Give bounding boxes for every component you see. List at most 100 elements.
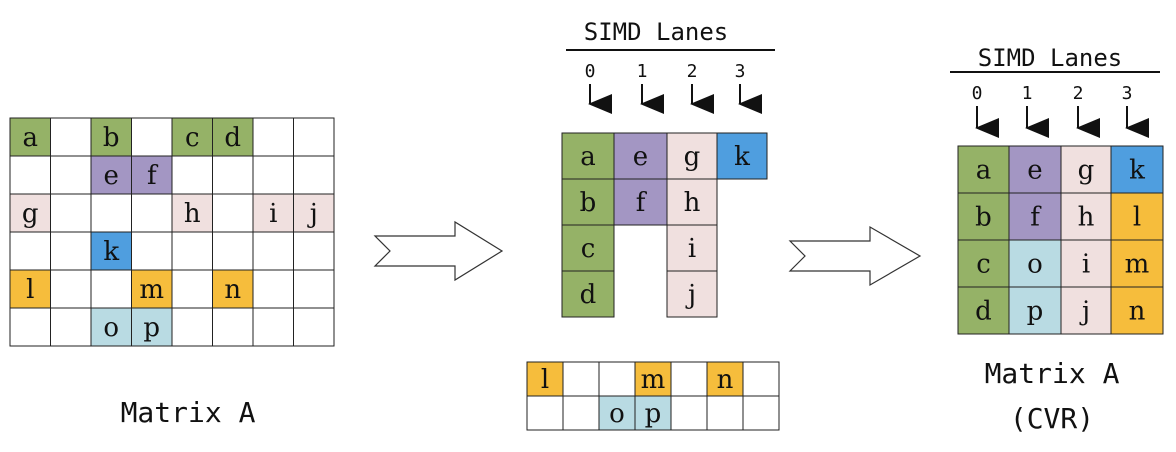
matrix-a-cell-0-5-label: d: [224, 123, 241, 153]
matrix-a-cell-5-4-rect: [171, 307, 213, 347]
matrix-a-cell-3-4-rect: [171, 231, 213, 271]
remainder-cell-0-3-label: m: [641, 365, 666, 395]
transform-arrow-1: [373, 220, 504, 282]
remainder-cell-0-2-rect: [598, 361, 636, 397]
matrix-a-cell-5-1-rect: [50, 307, 92, 347]
matrix-a-cell-1-5-rect: [212, 155, 254, 195]
remainder-cell-0-5-rect: [706, 361, 744, 397]
matrix-a-cell-3-2-label: k: [103, 237, 119, 267]
cvr-cell-1-0-label: b: [975, 202, 992, 232]
right-lane-0-number: 0: [972, 83, 983, 104]
matrix-a-cell-3-0-rect: [9, 231, 51, 271]
matrix-a-cell-0-4-label: c: [185, 123, 200, 153]
middle-lane-2-number: 2: [687, 61, 698, 82]
matrix-a-cell-0-2-rect: [90, 117, 132, 157]
remainder-cell-1-3-label: p: [645, 399, 662, 429]
cvr-cell-3-3-label: n: [1129, 296, 1146, 326]
cvr-cell-0-0-label: a: [976, 155, 992, 185]
cvr-cell-3-2-rect: [1060, 286, 1112, 335]
matrix-a-cell-5-5-rect: [212, 307, 254, 347]
cvr-cell-2-0-label: c: [976, 249, 991, 279]
matrix-a-cell-4-5-rect: [212, 269, 254, 309]
matrix-a-cell-2-0-rect: [9, 193, 51, 233]
matrix-a-cell-0-3-rect: [131, 117, 173, 157]
cvr-cell-1-3-label: l: [1133, 202, 1141, 232]
remainder-cell-1-1-rect: [562, 395, 600, 431]
cvr-cell-2-2-rect: [1060, 239, 1112, 288]
cvr-cell-1-3-rect: [1110, 192, 1164, 241]
cvr-cell-0-0-rect: [957, 145, 1010, 194]
middle-lane-2-item-0-label: g: [684, 142, 701, 172]
matrix-a-cell-4-7-rect: [293, 269, 335, 309]
remainder-cell-0-1-rect: [562, 361, 600, 397]
cvr-cell-0-2-label: g: [1078, 155, 1095, 185]
middle-lane-3-item-0-label: k: [734, 142, 750, 172]
cvr-cell-0-3-label: k: [1129, 155, 1145, 185]
cvr-cell-3-2-label: j: [1079, 296, 1090, 326]
middle-lane-2-item-2-rect: [666, 224, 718, 272]
cvr-cell-3-1-label: p: [1027, 296, 1044, 326]
remainder-cell-1-3-rect: [634, 395, 672, 431]
cvr-cell-2-2-label: i: [1082, 249, 1090, 279]
middle-lane-markers: 0 1 2 3: [585, 61, 762, 114]
matrix-a-cell-2-4-label: h: [184, 199, 201, 229]
middle-lane-3-item-0-rect: [716, 132, 768, 180]
middle-lane-0-item-0-label: a: [580, 142, 596, 172]
middle-lane-1-item-0-label: e: [633, 142, 648, 172]
cvr-cell-0-3-rect: [1110, 145, 1164, 194]
middle-lane-1-number: 1: [637, 61, 648, 82]
matrix-a-cell-1-6-rect: [252, 155, 294, 195]
middle-lane-0-item-3-rect: [561, 270, 615, 318]
matrix-a-cell-3-1-rect: [50, 231, 92, 271]
matrix-a-cell-3-6-rect: [252, 231, 294, 271]
matrix-a-cell-5-3-rect: [131, 307, 173, 347]
cvr-cell-1-2-rect: [1060, 192, 1112, 241]
matrix-a-cell-4-4-rect: [171, 269, 213, 309]
cvr-cell-3-0-rect: [957, 286, 1010, 335]
middle-lane-0-item-2-rect: [561, 224, 615, 272]
remainder-cell-1-2-label: o: [609, 399, 625, 429]
matrix-a-cell-2-5-rect: [212, 193, 254, 233]
cvr-caption-line2: (CVR): [1010, 402, 1094, 435]
cvr-cell-0-1-rect: [1008, 145, 1062, 194]
remainder-cell-1-5-rect: [706, 395, 744, 431]
matrix-a-cell-2-3-rect: [131, 193, 173, 233]
matrix-a-cell-1-3-rect: [131, 155, 173, 195]
matrix-a-cell-1-7-rect: [293, 155, 335, 195]
middle-lane-0-item-3-label: d: [580, 280, 597, 310]
matrix-a-cell-1-0-rect: [9, 155, 51, 195]
transform-arrow-2: [788, 225, 922, 287]
remainder-cell-1-4-rect: [670, 395, 708, 431]
middle-lane-1-item-1-rect: [613, 178, 668, 226]
matrix-a-cell-3-7-rect: [293, 231, 335, 271]
matrix-a-cell-1-4-rect: [171, 155, 213, 195]
middle-lane-1-item-1-label: f: [636, 188, 648, 218]
middle-lane-3-number: 3: [735, 61, 746, 82]
matrix-a-cell-0-0-rect: [9, 117, 51, 157]
middle-lane-2-item-3-label: j: [685, 280, 696, 310]
matrix-a-cell-4-0-label: l: [26, 275, 34, 305]
cvr-cell-0-2-rect: [1060, 145, 1112, 194]
matrix-a-cell-4-1-rect: [50, 269, 92, 309]
remainder-cell-0-4-rect: [670, 361, 708, 397]
matrix-a-cell-2-7-label: j: [307, 199, 318, 229]
matrix-a-cell-5-3-label: p: [143, 313, 160, 343]
matrix-a-cell-3-5-rect: [212, 231, 254, 271]
matrix-a-cell-0-0-label: a: [22, 123, 38, 153]
middle-lane-2-item-1-label: h: [684, 188, 701, 218]
matrix-a-cell-2-4-rect: [171, 193, 213, 233]
middle-lane-0-item-0-rect: [561, 132, 615, 180]
middle-lane-2-item-2-label: i: [688, 234, 696, 264]
matrix-a-cell-3-3-rect: [131, 231, 173, 271]
middle-lane-0-number: 0: [585, 61, 596, 82]
middle-lane-0-item-1-label: b: [580, 188, 597, 218]
matrix-a-cell-2-0-label: g: [22, 199, 39, 229]
matrix-a-cell-0-6-rect: [252, 117, 294, 157]
matrix-a-cell-4-0-rect: [9, 269, 51, 309]
cvr-cell-1-1-label: f: [1030, 202, 1042, 232]
